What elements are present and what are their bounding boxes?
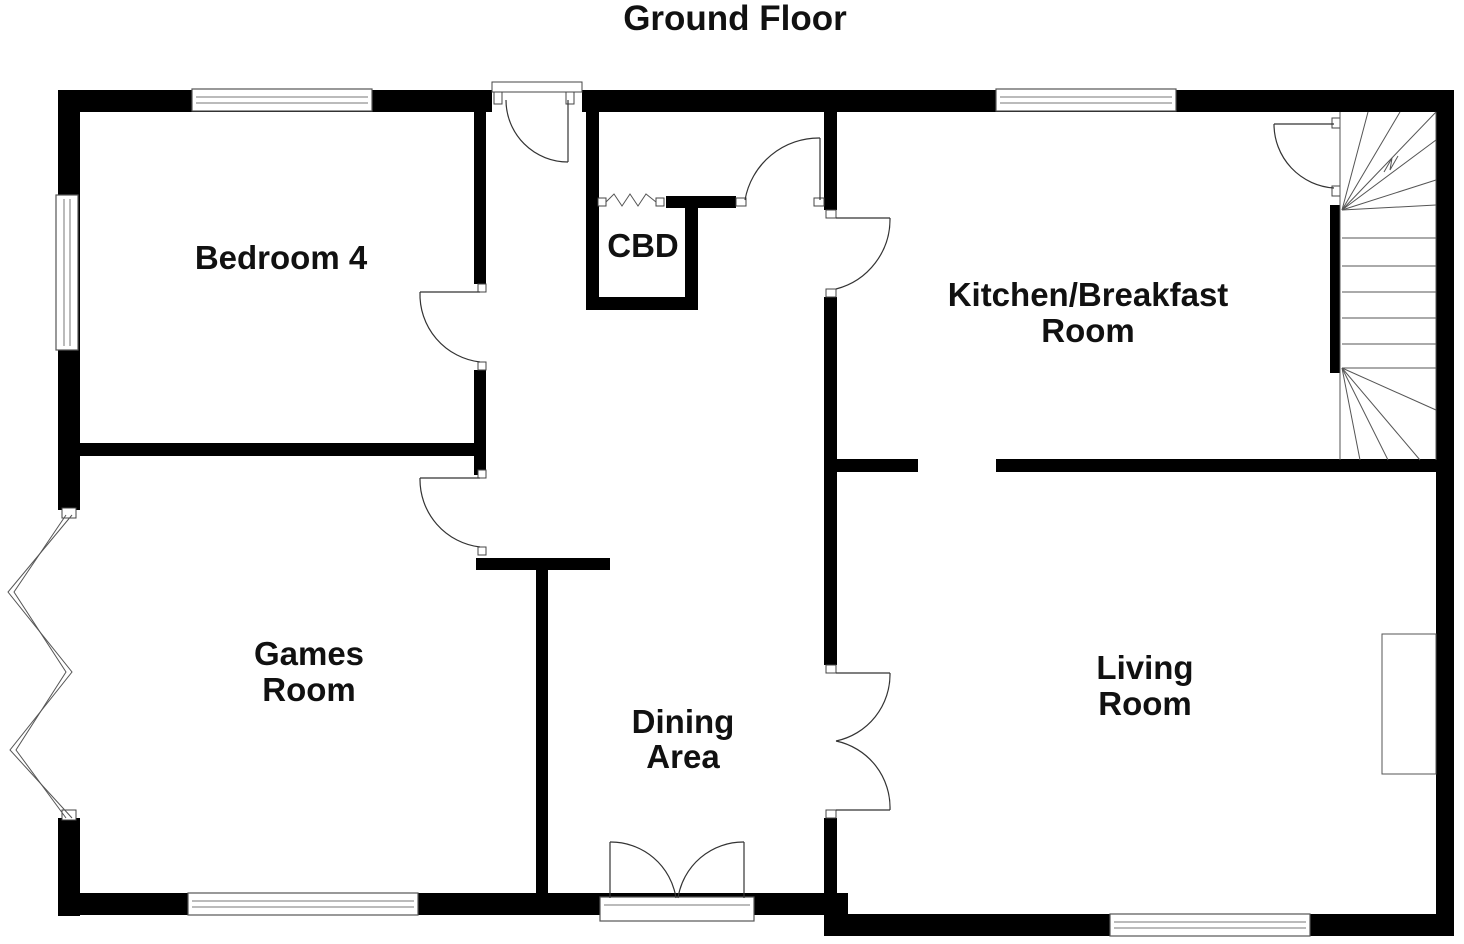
french-door-swing-left	[609, 841, 677, 899]
kitchen-left-wall-top	[824, 112, 837, 210]
bedroom-right-wall-upper	[474, 112, 486, 284]
doors	[7, 81, 1341, 899]
bedroom-door-swing	[419, 291, 481, 363]
living-door-swing-top	[835, 672, 891, 742]
cbd-bottom-wall	[586, 297, 698, 310]
label-games-line1: Games	[254, 635, 364, 672]
cbd-right-wall	[685, 196, 698, 310]
staircase	[1339, 111, 1437, 461]
label-kitchen-line1: Kitchen/Breakfast	[948, 276, 1229, 313]
label-living-line2: Room	[1098, 685, 1192, 722]
kitchen-top-window	[995, 88, 1177, 112]
floor-title: Ground Floor	[623, 0, 847, 38]
label-kitchen-line2: Room	[1041, 312, 1135, 349]
kitchen-living-wall-right	[996, 459, 1436, 472]
label-games-line2: Room	[262, 671, 356, 708]
entrance-door-swing	[505, 99, 569, 163]
kitchen-living-wall-left	[836, 459, 918, 472]
walls	[58, 90, 1454, 936]
living-door-swing-bottom	[835, 740, 891, 811]
left-wall-lower	[58, 818, 80, 916]
living-bottom-window	[1109, 913, 1311, 937]
windows	[55, 88, 1311, 937]
label-dining-line2: Area	[646, 738, 720, 775]
cbd-left-wall	[586, 112, 599, 310]
dining-partition-vertical	[536, 564, 548, 894]
room-labels: Bedroom 4 CBD Kitchen/Breakfast Room Gam…	[195, 227, 1228, 775]
label-living-line1: Living	[1096, 649, 1193, 686]
bedroom-bottom-wall	[80, 443, 486, 456]
games-bifold-door	[7, 514, 73, 819]
hall-door-swing	[744, 137, 821, 201]
bedroom-left-window	[55, 194, 79, 351]
stair-direction-arrow	[1383, 155, 1399, 173]
label-bedroom-4: Bedroom 4	[195, 239, 368, 276]
kitchen-left-wall-mid	[824, 297, 837, 665]
games-door-swing	[419, 477, 481, 548]
living-left-wall-bottom	[824, 818, 837, 936]
cbd-top-wall	[666, 196, 736, 208]
right-wall	[1436, 90, 1454, 936]
fireplace-hearth	[1381, 633, 1437, 775]
bedroom-top-window	[191, 88, 373, 112]
label-dining-line1: Dining	[632, 703, 735, 740]
label-cbd: CBD	[607, 227, 679, 264]
dining-french-door-frame	[599, 896, 755, 922]
french-door-swing-right	[677, 841, 745, 899]
games-bottom-window	[187, 892, 419, 916]
kitchen-door-swing	[835, 217, 891, 290]
stair-wall	[1330, 205, 1340, 373]
cbd-bifold-door	[605, 193, 657, 207]
stair-cupboard-door-swing	[1273, 123, 1335, 189]
